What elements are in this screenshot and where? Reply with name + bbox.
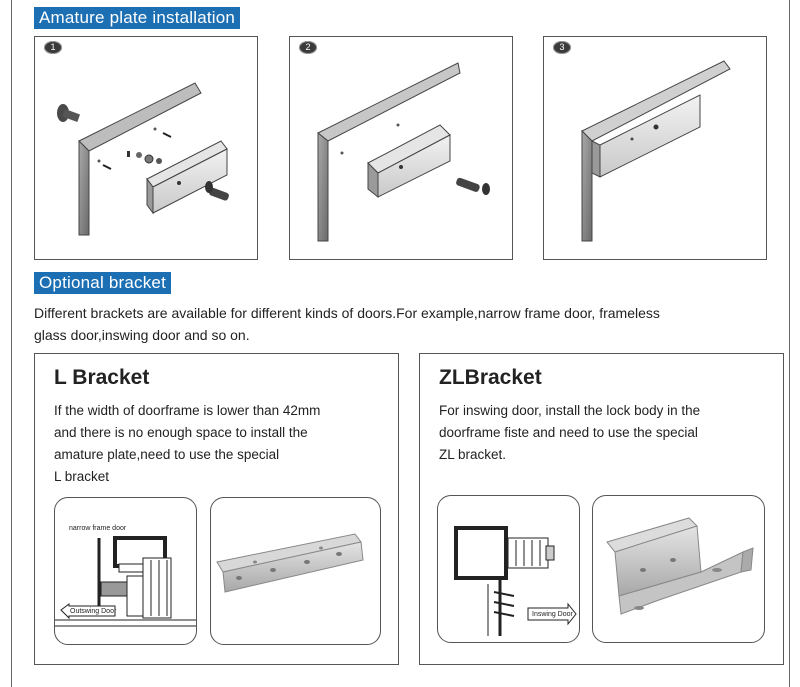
page-frame <box>11 0 790 687</box>
description-line: and there is no enough space to install … <box>54 425 308 440</box>
zl-bracket-card: ZLBracket For inswing door, install the … <box>419 353 784 665</box>
step-number: 1 <box>44 41 62 54</box>
step-number: 2 <box>299 41 317 54</box>
intro-line: Different brackets are available for dif… <box>34 305 660 321</box>
zl-bracket-section-diagram-icon <box>454 526 577 636</box>
zl-bracket-title: ZLBracket <box>439 366 542 389</box>
step-1-panel: 1 <box>34 36 258 260</box>
l-bracket-card: L Bracket If the width of doorframe is l… <box>34 353 399 665</box>
optional-bracket-section-title: Optional bracket <box>34 272 171 294</box>
description-line: amature plate,need to use the special <box>54 447 280 462</box>
armature-plate-approach-diagram-icon <box>317 62 490 242</box>
zl-bracket-photo-icon <box>606 517 754 615</box>
l-bracket-description: If the width of doorframe is lower than … <box>54 400 320 488</box>
installation-section-title: Amature plate installation <box>34 7 241 29</box>
narrow-frame-label: narrow frame door <box>69 525 127 532</box>
zl-bracket-photo-panel <box>592 495 765 643</box>
l-bracket-title: L Bracket <box>54 366 150 389</box>
description-line: For inswing door, install the lock body … <box>439 403 701 418</box>
description-line: L bracket <box>54 469 110 484</box>
armature-plate-installed-diagram-icon <box>581 60 731 242</box>
exploded-armature-plate-diagram-icon <box>57 82 229 236</box>
outswing-door-label: Outswing Door <box>70 608 117 615</box>
step-2-panel: 2 <box>289 36 513 260</box>
l-bracket-section-diagram-icon <box>55 536 196 627</box>
l-bracket-diagram-panel: narrow frame door Outswing Door <box>54 497 197 645</box>
optional-bracket-intro: Different brackets are available for dif… <box>34 302 784 346</box>
description-line: ZL bracket. <box>439 447 507 462</box>
l-bracket-photo-panel <box>210 497 381 645</box>
description-line: If the width of doorframe is lower than … <box>54 403 321 418</box>
description-line: doorframe fiste and need to use the spec… <box>439 425 698 440</box>
zl-bracket-description: For inswing door, install the lock body … <box>439 400 700 466</box>
step-number: 3 <box>553 41 571 54</box>
intro-line: glass door,inswing door and so on. <box>34 327 250 343</box>
zl-bracket-diagram-panel: Inswing Door <box>437 495 580 643</box>
l-bracket-photo-icon <box>216 533 364 593</box>
inswing-door-label: Inswing Door <box>532 611 573 618</box>
step-3-panel: 3 <box>543 36 767 260</box>
